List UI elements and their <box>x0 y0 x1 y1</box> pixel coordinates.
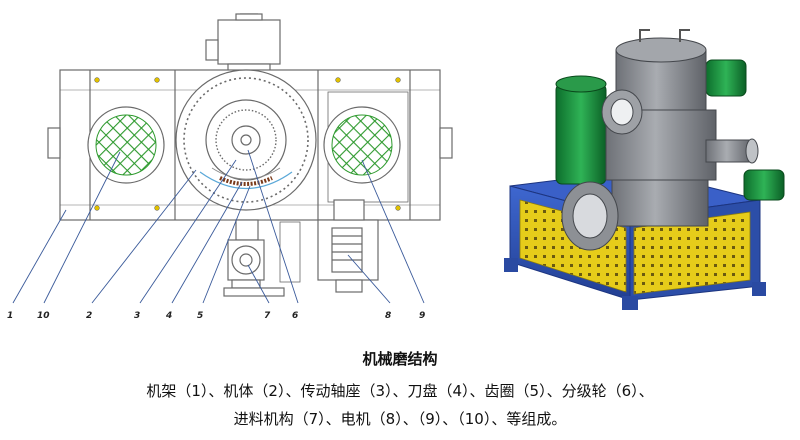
leader-lines <box>12 149 425 304</box>
gear-ring <box>219 176 273 186</box>
callout-1: 1 <box>7 311 13 321</box>
callout-8: 8 <box>385 311 391 321</box>
mill-structure-diagram: 1 10 2 3 4 5 7 6 8 9 <box>7 13 785 321</box>
callout-3: 3 <box>134 311 140 321</box>
callout-4: 4 <box>165 311 172 321</box>
feed-mechanism <box>235 219 259 241</box>
grey-branch-pipe <box>705 139 753 163</box>
machine-render <box>504 29 785 310</box>
bolt-markers <box>94 77 401 273</box>
caption-line-1: 机架（1）、机体（2）、传动轴座（3）、刀盘（4）、齿圈（5）、分级轮（6）、 <box>146 382 654 400</box>
green-motor-back <box>705 59 747 97</box>
callout-6: 6 <box>292 311 298 321</box>
green-motor-side <box>743 169 785 201</box>
caption-title: 机械磨结构 <box>362 350 438 368</box>
green-motor-left <box>555 83 607 185</box>
yellow-mesh-right <box>633 211 751 295</box>
callout-2: 2 <box>86 311 92 321</box>
callout-5: 5 <box>197 311 203 321</box>
caption-line-2: 进料机构（7）、电机（8）、（9）、（10）、等组成。 <box>233 410 567 428</box>
callout-9: 9 <box>419 311 425 321</box>
technical-drawing <box>47 13 453 297</box>
callout-labels: 1 10 2 3 4 5 7 6 8 9 <box>7 311 425 321</box>
callout-7: 7 <box>264 311 271 321</box>
top-motor <box>217 19 281 65</box>
callout-10: 10 <box>37 311 50 321</box>
